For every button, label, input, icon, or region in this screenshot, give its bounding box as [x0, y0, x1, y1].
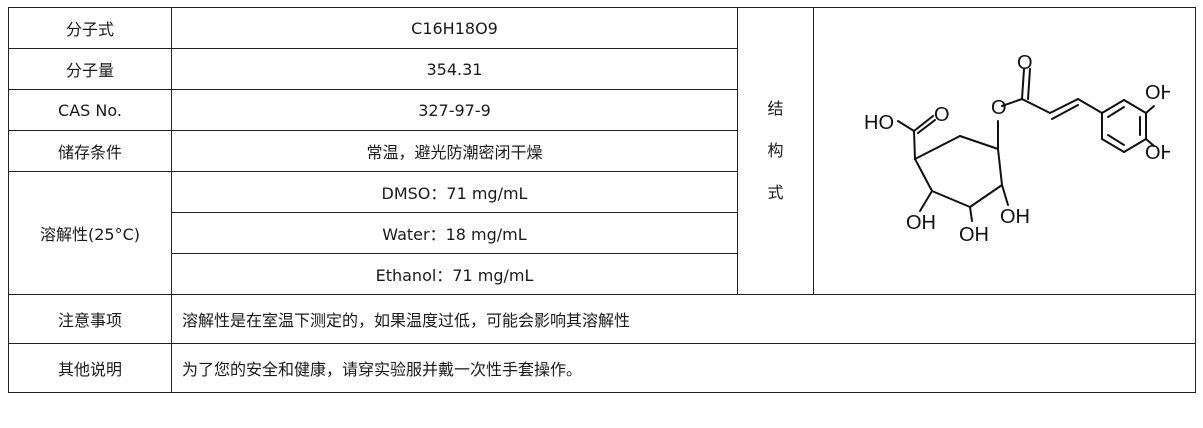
notes-label: 注意事项 — [8, 294, 172, 344]
structure-cell: O O O HO OH OH OH OH OH — [813, 7, 1196, 295]
solubility-label: 溶解性(25°C) — [8, 171, 172, 295]
mw-value: 354.31 — [171, 48, 738, 90]
other-value: 为了您的安全和健康，请穿实验服并戴一次性手套操作。 — [171, 343, 1196, 393]
structure-label: 结 构 式 — [737, 7, 814, 295]
table-row: 储存条件 常温，避光防潮密闭干燥 — [8, 130, 1196, 172]
solubility-ethanol-value: Ethanol：71 mg/mL — [171, 253, 738, 295]
cas-label: CAS No. — [8, 89, 172, 131]
notes-value: 溶解性是在室温下测定的，如果温度过低，可能会影响其溶解性 — [171, 294, 1196, 344]
atom-label: OH — [959, 224, 989, 246]
structure-label-char: 结 — [767, 99, 784, 118]
table-row: Ethanol：71 mg/mL — [9, 253, 1196, 295]
formula-value: C16H18O9 — [171, 7, 738, 49]
other-label: 其他说明 — [8, 343, 172, 393]
cas-value: 327-97-9 — [171, 89, 738, 131]
table-row: 其他说明 为了您的安全和健康，请穿实验服并戴一次性手套操作。 — [8, 343, 1196, 393]
storage-label: 储存条件 — [8, 130, 172, 172]
atom-label: OH — [1145, 142, 1170, 164]
atom-label: HO — [864, 112, 894, 134]
atom-label: OH — [1000, 206, 1030, 228]
mw-label: 分子量 — [8, 48, 172, 90]
structure-label-char: 构 — [767, 141, 784, 160]
table-row: 注意事项 溶解性是在室温下测定的，如果温度过低，可能会影响其溶解性 — [8, 294, 1196, 344]
table-row: 溶解性(25°C) DMSO：71 mg/mL — [8, 171, 1196, 295]
atom-label: O — [1017, 52, 1033, 74]
solubility-dmso-value: DMSO：71 mg/mL — [171, 171, 738, 213]
atom-label: OH — [1145, 82, 1170, 104]
atom-label: OH — [906, 212, 936, 234]
structure-label-char: 式 — [767, 183, 784, 202]
table-row: 分子式 C16H18O9 结 构 式 — [8, 7, 1196, 295]
storage-value: 常温，避光防潮密闭干燥 — [171, 130, 738, 172]
formula-label: 分子式 — [8, 7, 172, 49]
solubility-water-value: Water：18 mg/mL — [171, 212, 738, 254]
product-spec-table: 分子式 C16H18O9 结 构 式 — [8, 7, 1196, 393]
atom-label: O — [991, 97, 1007, 119]
table-row: 分子量 354.31 — [8, 48, 1196, 90]
chlorogenic-acid-structure-diagram: O O O HO OH OH OH OH OH — [864, 52, 1170, 246]
table-row: Water：18 mg/mL — [9, 212, 1196, 254]
table-row: CAS No. 327-97-9 — [8, 89, 1196, 131]
atom-label: O — [934, 104, 950, 126]
